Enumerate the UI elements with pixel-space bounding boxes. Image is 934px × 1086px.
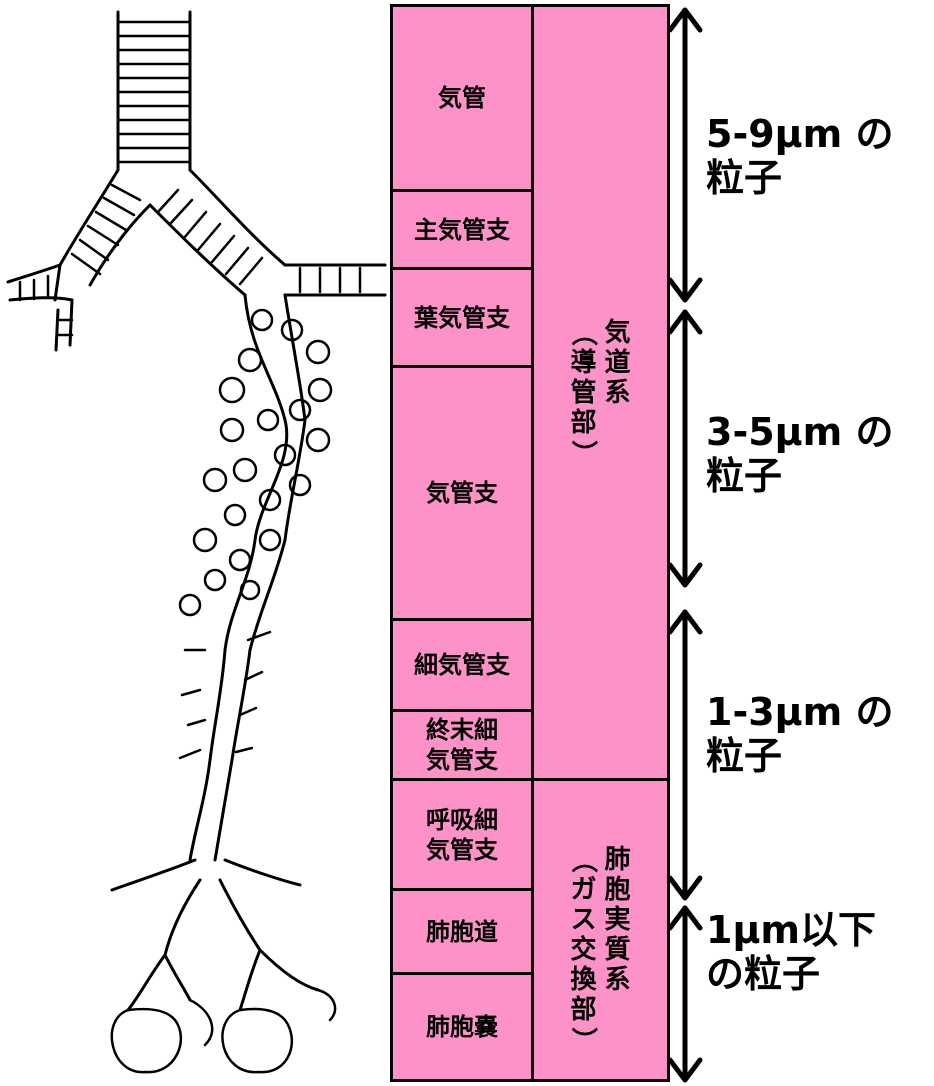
particle-size-label-2: 3-5μm の 粒子 — [706, 410, 893, 498]
vertical-glyph: （ — [568, 847, 598, 873]
particle-size-label-3: 1-3μm の 粒子 — [706, 690, 893, 778]
airway-system-subtitle: （ 導管部） — [570, 318, 596, 468]
cell-respiratory-bronchiole: 呼吸細 気管支 — [390, 778, 534, 891]
trachea-rings — [118, 22, 190, 162]
cell-terminal-bronchiole: 終末細 気管支 — [390, 709, 534, 781]
label-terminal-bronchiole: 終末細 気管支 — [426, 715, 498, 775]
vertical-glyph: 換 — [570, 965, 596, 995]
particle-size-label-4: 1μm以下 の粒子 — [706, 908, 876, 996]
alveolar-sacs — [112, 990, 335, 1072]
bronchiole-lobules — [180, 310, 331, 615]
airway-system-title: 気道系 — [605, 318, 631, 408]
parenchyma-system-title: 肺胞実質系 — [605, 845, 631, 995]
cell-alveolar-duct: 肺胞道 — [390, 888, 534, 975]
parenchyma-system-vertical-label: 肺胞実質系 （ガス交換部） — [570, 845, 630, 1055]
cell-airway-system: 気道系 （ 導管部） — [531, 4, 670, 781]
label-main-bronchus: 主気管支 — [414, 215, 510, 245]
parenchyma-system-subtitle: （ガス交換部） — [570, 845, 596, 1055]
vertical-glyph: 気 — [605, 318, 631, 348]
vertical-glyph: 部 — [570, 408, 596, 438]
vertical-glyph: 交 — [570, 935, 596, 965]
label-trachea: 気管 — [438, 83, 486, 113]
cell-main-bronchus: 主気管支 — [390, 189, 534, 270]
label-respiratory-bronchiole: 呼吸細 気管支 — [426, 805, 498, 865]
vertical-glyph: 実 — [605, 905, 631, 935]
airway-anatomy-table: 気管 主気管支 葉気管支 気管支 細気管支 終末細 気管支 呼吸細 気管支 肺胞… — [390, 4, 670, 1082]
vertical-glyph: ス — [570, 905, 596, 935]
vertical-glyph: （ — [568, 319, 598, 345]
vertical-glyph: 系 — [605, 965, 631, 995]
respiratory-branches — [112, 860, 318, 1010]
vertical-glyph: ） — [568, 439, 598, 465]
vertical-glyph: 系 — [605, 378, 631, 408]
vertical-glyph: 部 — [570, 995, 596, 1025]
vertical-glyph: 胞 — [605, 875, 631, 905]
arrow-range-1 — [670, 10, 700, 300]
vertical-glyph: 質 — [605, 935, 631, 965]
label-lobar-bronchus: 葉気管支 — [414, 303, 510, 333]
cell-trachea: 気管 — [390, 4, 534, 192]
airway-system-vertical-label: 気道系 （ 導管部） — [570, 318, 630, 468]
right-main-bronchus — [150, 170, 285, 295]
label-alveolar-duct: 肺胞道 — [426, 917, 498, 947]
cell-lobar-bronchus: 葉気管支 — [390, 267, 534, 368]
cell-parenchyma-system: 肺胞実質系 （ガス交換部） — [531, 778, 670, 1082]
bronchial-tree-illustration — [0, 0, 390, 1086]
vertical-glyph: 導 — [570, 348, 596, 378]
label-bronchus: 気管支 — [426, 478, 498, 508]
vertical-glyph: 肺 — [605, 845, 631, 875]
vertical-glyph: ） — [568, 1027, 598, 1053]
cell-bronchus: 気管支 — [390, 365, 534, 621]
vertical-glyph: ガ — [570, 875, 596, 905]
vertical-glyph: 管 — [570, 378, 596, 408]
cell-bronchiole: 細気管支 — [390, 618, 534, 712]
particle-size-label-1: 5-9μm の 粒子 — [706, 112, 893, 200]
arrow-range-2 — [670, 312, 700, 585]
left-main-bronchus — [60, 170, 150, 285]
label-alveolar-sac: 肺胞嚢 — [426, 1012, 498, 1042]
left-lobar — [8, 265, 72, 350]
arrow-range-4 — [670, 908, 700, 1080]
cell-alveolar-sac: 肺胞嚢 — [390, 972, 534, 1082]
arrow-range-3 — [670, 612, 700, 898]
vertical-glyph: 道 — [605, 348, 631, 378]
label-bronchiole: 細気管支 — [414, 650, 510, 680]
